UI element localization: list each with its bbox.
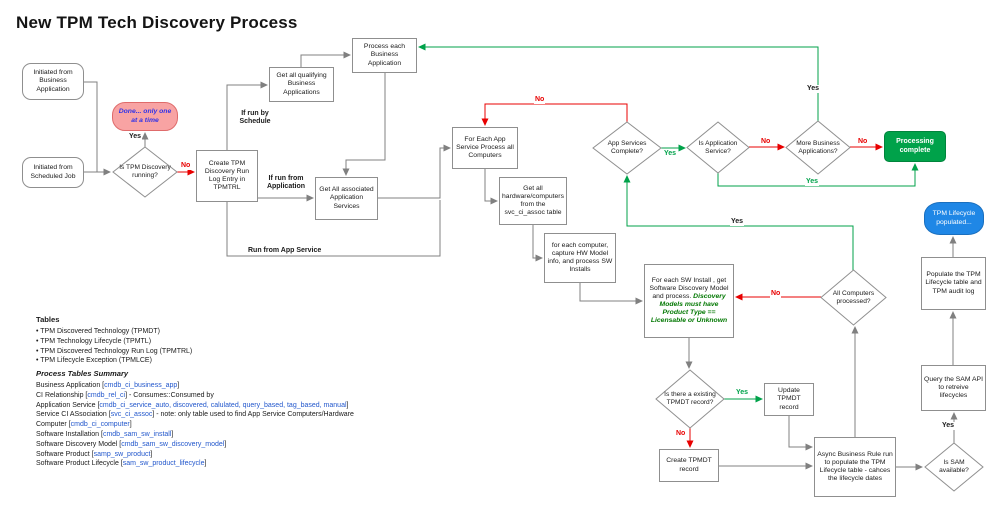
diamond-is-application-service bbox=[686, 121, 750, 174]
node-done: Done... only one at a time bbox=[112, 102, 178, 131]
edge-init-business-to-decision bbox=[84, 81, 98, 172]
edge-label-run-from-app-service: Run from App Service bbox=[247, 247, 323, 255]
node-populate-tpm-lifecycle: Populate the TPM Lifecycle table and TPM… bbox=[921, 257, 986, 310]
node-processing-complete: Processing complete bbox=[884, 131, 946, 162]
edge-yes-more-bas-loop bbox=[418, 43, 819, 121]
node-process-each-ba: Process each Business Application bbox=[352, 38, 417, 73]
edge-yes-all-computers bbox=[623, 175, 854, 270]
node-for-each-computer: for each computer, capture HW Model info… bbox=[544, 233, 616, 283]
node-async-rule: Async Business Rule run to populate the … bbox=[814, 437, 896, 497]
node-all-computers-processed: All Computers processed? bbox=[832, 289, 875, 305]
node-for-each-sw-install: For each SW Install , get Software Disco… bbox=[644, 264, 734, 338]
node-create-tpmdt: Create TPMDT record bbox=[659, 449, 719, 482]
tables-list-item: TPM Discovered Technology (TPMDT) bbox=[36, 327, 376, 337]
tables-block: Tables TPM Discovered Technology (TPMDT)… bbox=[36, 315, 376, 366]
process-tables-block: Process Tables Summary Business Applicat… bbox=[36, 369, 416, 469]
node-is-application-service: Is Application Service? bbox=[698, 139, 738, 155]
process-table-line: Application Service [cmdb_ci_service_aut… bbox=[36, 401, 349, 409]
edge-label-yes-all-computers: Yes bbox=[730, 218, 745, 226]
node-init-scheduled: Initiated from Scheduled Job bbox=[22, 157, 84, 188]
diamond-app-services-complete bbox=[592, 121, 662, 175]
edge-label-yes-is-app-service: Yes bbox=[805, 178, 820, 186]
edge-label-yes-sam: Yes bbox=[941, 422, 956, 430]
tables-list-item: TPM Technology Lifecycle (TPMTL) bbox=[36, 337, 376, 347]
edge-run-by-schedule bbox=[226, 81, 268, 150]
edge-qualifying-to-process bbox=[300, 51, 351, 67]
node-more-business-apps: More Business Applications? bbox=[796, 139, 840, 155]
edge-label-no-all-computers: No bbox=[770, 290, 782, 298]
node-existing-tpmdt: Is there a existing TPMDT record? bbox=[664, 391, 716, 406]
edge-run-from-app-service bbox=[226, 200, 441, 257]
diamond-more-business-apps bbox=[785, 120, 851, 175]
edge-yes-is-app-service bbox=[717, 163, 919, 187]
process-table-line: CI Relationship [cmdb_rel_ci] - Consumes… bbox=[36, 391, 214, 399]
edge-label-if-run-from-application: If run from Application bbox=[262, 175, 310, 191]
edge-label-no-more-bas: No bbox=[857, 138, 869, 146]
tables-heading: Tables bbox=[36, 315, 60, 324]
diamond-is-sam-available bbox=[924, 442, 984, 492]
node-create-tpmtrl: Create TPM Discovery Run Log Entry in TP… bbox=[196, 150, 258, 202]
edge-label-if-run-by-schedule: If run by Schedule bbox=[233, 110, 277, 126]
flow-edges-green bbox=[418, 43, 919, 403]
process-tables-heading: Process Tables Summary bbox=[36, 369, 129, 378]
edge-assoc-to-foreach-service bbox=[378, 144, 451, 199]
edge-label-no-is-app-service: No bbox=[760, 138, 772, 146]
diamond-existing-tpmdt bbox=[655, 369, 725, 429]
process-table-line: Business Application [cmdb_ci_business_a… bbox=[36, 382, 180, 389]
edge-label-yes-app-services: Yes bbox=[663, 150, 678, 158]
node-app-services-complete: App Services Complete? bbox=[607, 140, 647, 155]
node-get-hardware: Get all hardware/computers from the svc_… bbox=[499, 177, 567, 225]
diagram-title: New TPM Tech Discovery Process bbox=[16, 13, 298, 32]
node-tpm-lifecycle-populated: TPM Lifecycle populated... bbox=[924, 202, 984, 235]
sw-install-text: For each SW Install , get Software Disco… bbox=[649, 276, 729, 300]
node-init-business: Initiated from Business Application bbox=[22, 63, 84, 100]
edge-service-to-hardware bbox=[484, 169, 498, 205]
node-get-qualifying: Get all qualifying Business Applications bbox=[269, 67, 334, 102]
tables-list-item: TPM Lifecycle Exception (TPMLCE) bbox=[36, 356, 376, 366]
edge-label-yes-more-bas: Yes bbox=[806, 85, 821, 93]
edge-update-tpmdt-to-async bbox=[788, 416, 813, 451]
node-for-each-app-service: For Each App Service Process all Compute… bbox=[452, 127, 518, 169]
edge-computer-to-swinstall bbox=[579, 283, 643, 305]
process-table-line: Software Product Lifecycle [sam_sw_produ… bbox=[36, 460, 207, 468]
node-get-assoc-services: Get All associated Application Services bbox=[315, 177, 378, 220]
process-table-line: Software Installation [cmdb_sam_sw_insta… bbox=[36, 430, 174, 438]
edge-label-yes-existing-tpmdt: Yes bbox=[735, 389, 750, 397]
edge-process-to-assoc-services bbox=[342, 73, 386, 176]
process-table-line: Software Discovery Model [cmdb_sam_sw_di… bbox=[36, 440, 227, 448]
sw-install-emphasis: Discovery Models must have Product Type … bbox=[650, 292, 728, 325]
flow-edges-gray bbox=[84, 51, 958, 471]
node-for-each-sw-install-text: For each SW Install , get Software Disco… bbox=[647, 277, 731, 326]
edge-label-yes-tpm: Yes bbox=[128, 133, 143, 141]
process-table-line: Computer [cmdb_ci_computer] bbox=[36, 421, 132, 429]
edge-label-no-existing-tpmdt: No bbox=[675, 430, 687, 438]
diamond-all-computers-processed bbox=[820, 269, 887, 326]
edge-label-no-app-services: No bbox=[534, 96, 546, 104]
node-is-sam-available: Is SAM available? bbox=[939, 459, 969, 474]
node-query-sam: Query the SAM API to retreive lifecycles bbox=[921, 365, 986, 411]
edge-no-app-services-loop bbox=[481, 103, 628, 126]
tables-list-item: TPM Discovered Technology Run Log (TPMTR… bbox=[36, 347, 376, 357]
decision-diamonds bbox=[112, 120, 984, 492]
diamond-is-tpm-running bbox=[112, 146, 178, 198]
edge-hardware-to-computer bbox=[532, 225, 543, 262]
node-update-tpmdt: Update TPMDT record bbox=[764, 383, 814, 416]
edge-label-no-tpm: No bbox=[180, 162, 192, 170]
process-table-line: Software Product [samp_sw_product] bbox=[36, 450, 153, 458]
node-is-tpm-running: Is TPM Discovery running? bbox=[119, 164, 171, 179]
process-table-line: Service CI ASsociation [svc_ci_assoc] - … bbox=[36, 411, 354, 419]
